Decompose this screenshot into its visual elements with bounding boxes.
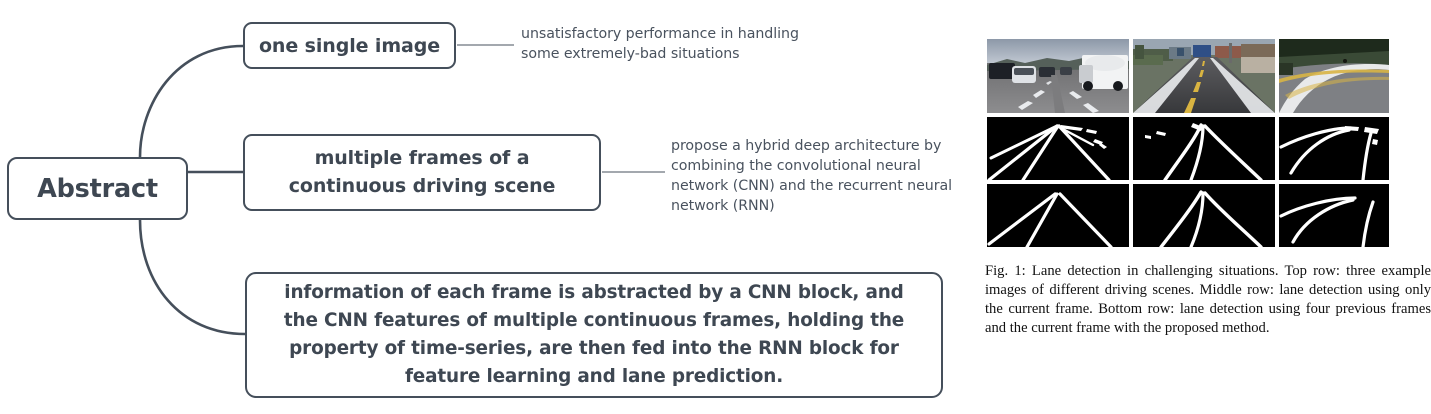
edge-root-to-info [138,218,247,336]
detection-proposed-3 [1279,184,1389,247]
node-information-summary-label: information of each frame is abstracted … [283,282,905,387]
detection-proposed-2 [1133,184,1275,247]
node-one-single-image[interactable]: one single image [243,22,456,69]
node-abstract[interactable]: Abstract [7,157,188,220]
scene-highway-traffic [987,39,1129,113]
scene-curved-road [1279,39,1389,113]
node-information-summary[interactable]: information of each frame is abstracted … [245,272,943,398]
detection-current-frame-1 [987,117,1129,180]
scene-road-with-buildings [1133,39,1275,113]
detection-current-frame-2 [1133,117,1275,180]
annotation-one-single-image: unsatisfactory performance in handling s… [521,26,799,63]
node-multiple-frames-label: multiple frames of a continuous driving … [288,146,556,197]
mindmap-diagram: Abstract one single image multiple frame… [7,22,952,398]
edge-root-to-single [138,44,245,159]
figure-1: Fig. 1: Lane detection in challenging si… [985,0,1431,414]
node-multiple-frames[interactable]: multiple frames of a continuous driving … [243,134,601,211]
figure-caption: Fig. 1: Lane detection in challenging si… [985,263,1431,336]
annotation-multiple-frames: propose a hybrid deep architecture by co… [671,138,953,215]
lane-detection-image-grid [987,39,1389,247]
detection-proposed-1 [987,184,1129,247]
node-one-single-image-label: one single image [258,34,441,57]
detection-current-frame-3 [1279,117,1389,180]
node-abstract-label: Abstract [37,173,158,204]
